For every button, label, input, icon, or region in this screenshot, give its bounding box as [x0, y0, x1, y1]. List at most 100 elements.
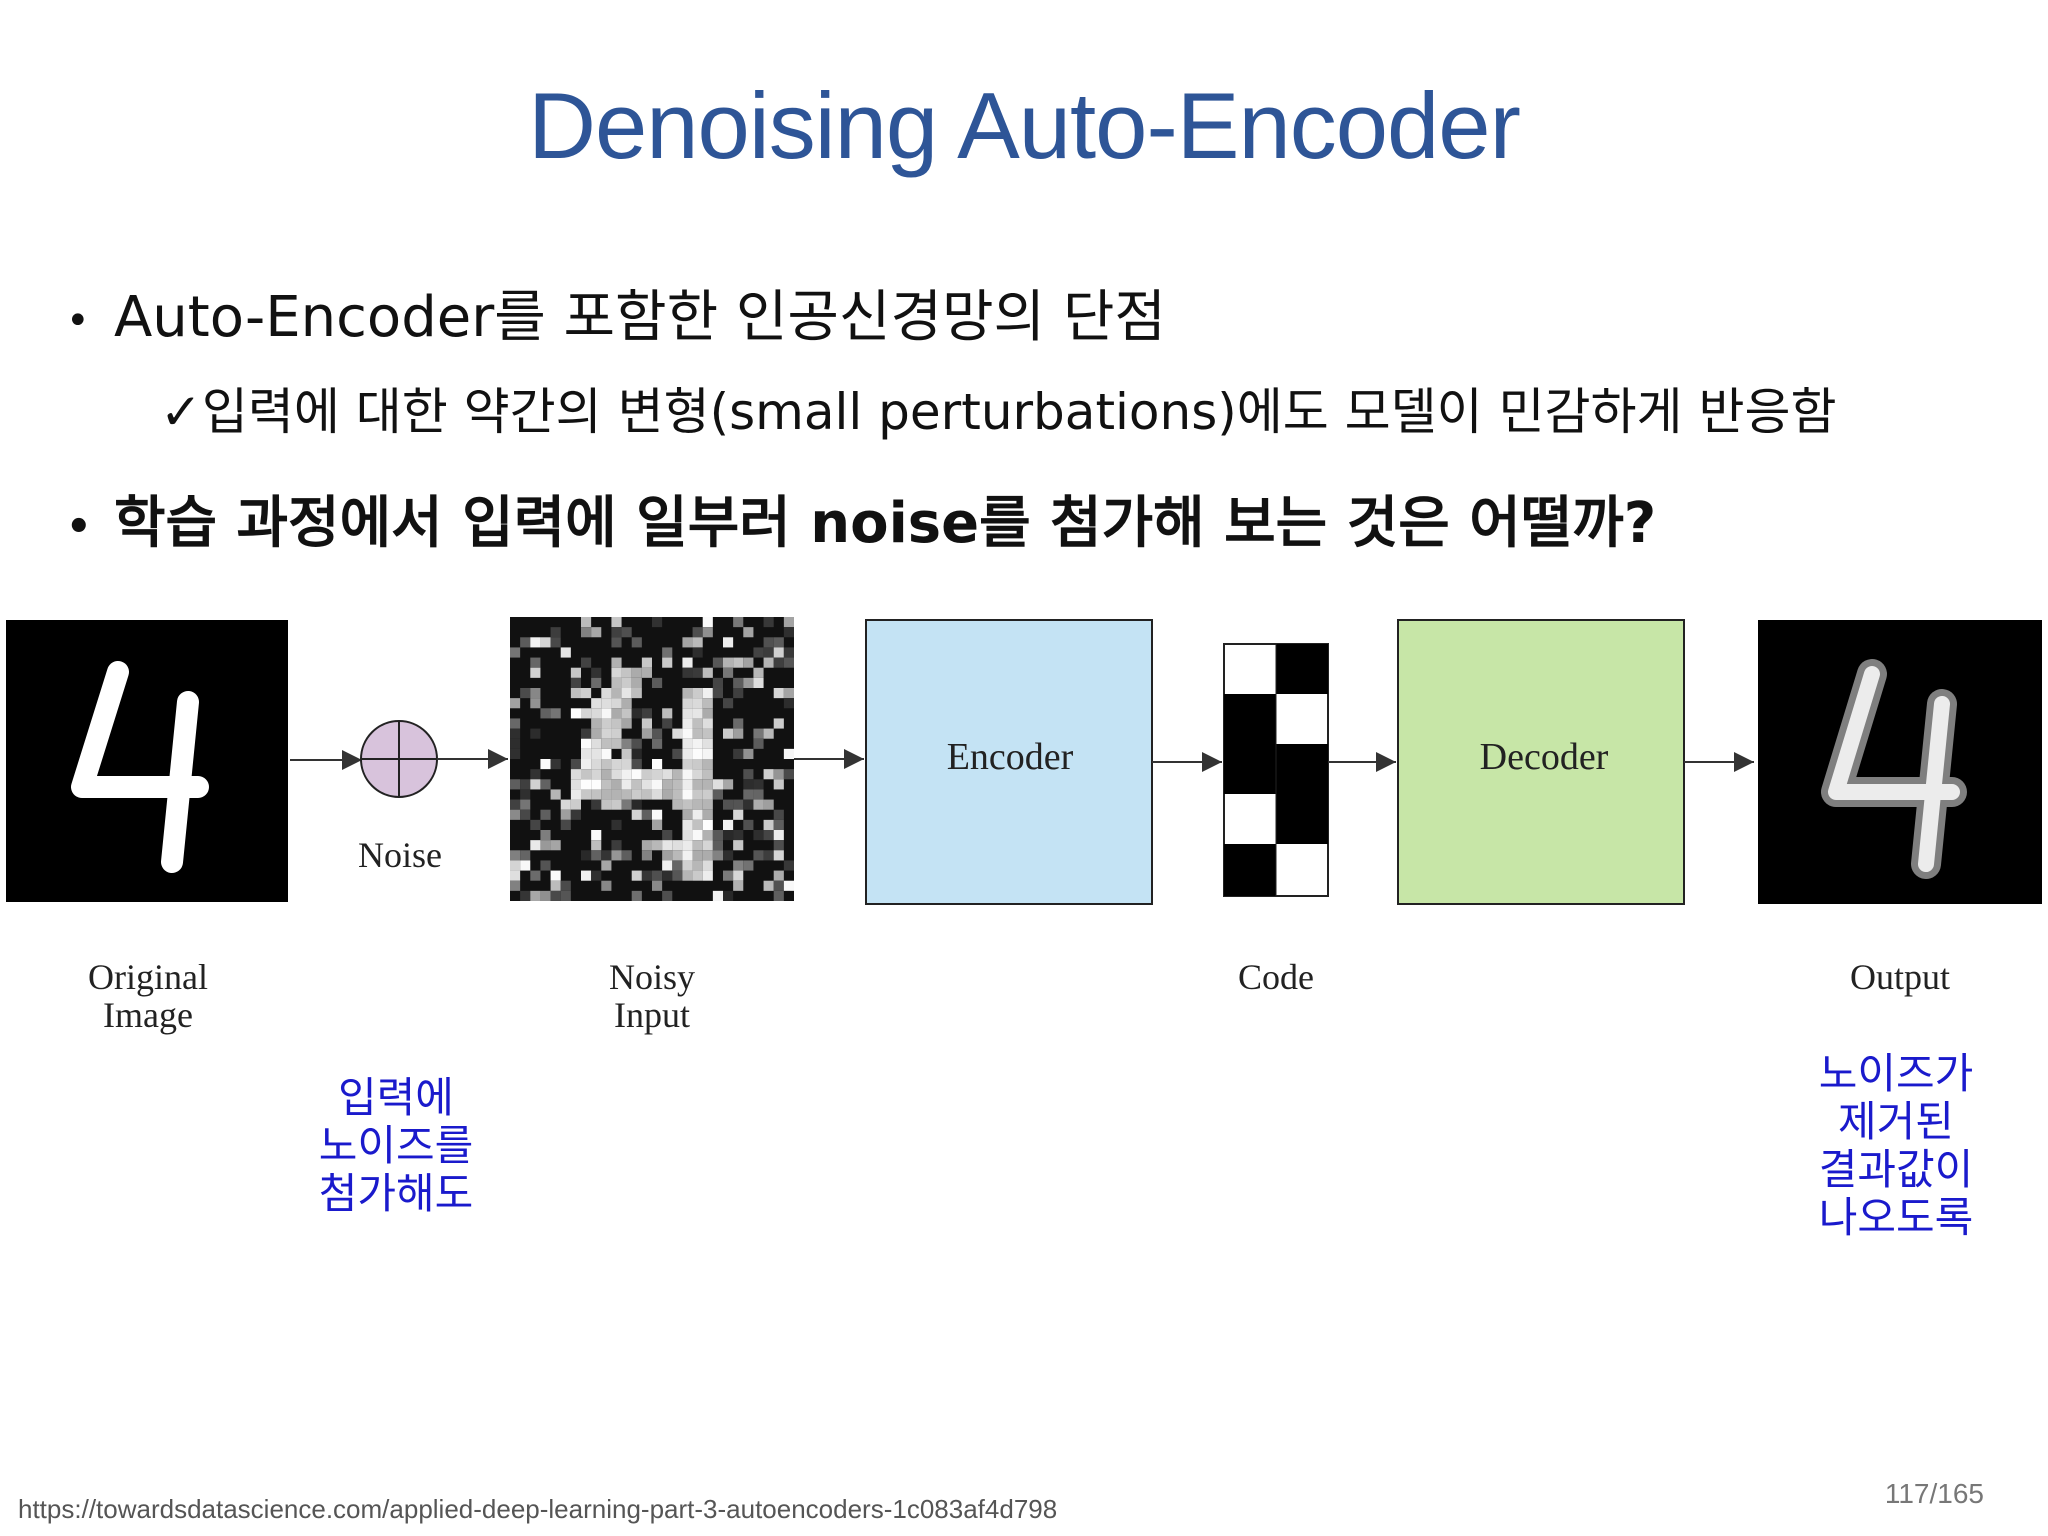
noise-pixel	[570, 677, 581, 688]
noise-pixel	[581, 627, 592, 638]
noise-pixel	[773, 819, 784, 830]
noise-pixel	[621, 769, 632, 780]
noise-pixel	[510, 779, 521, 790]
noise-pixel	[641, 809, 652, 820]
noise-pixel	[641, 657, 652, 668]
noise-pixel	[702, 718, 713, 729]
noise-pixel	[773, 769, 784, 780]
noise-pixel	[692, 799, 703, 810]
noise-pixel	[692, 759, 703, 770]
noise-pixel	[702, 667, 713, 678]
noise-pixel	[641, 789, 652, 800]
noise-pixel	[692, 870, 703, 881]
noise-pixel	[631, 779, 642, 790]
noise-pixel	[753, 667, 764, 678]
noise-pixel	[621, 850, 632, 861]
noise-pixel	[550, 870, 561, 881]
noise-pixel	[672, 728, 683, 739]
noise-pixel	[692, 809, 703, 820]
noise-pixel	[662, 870, 673, 881]
noise-pixel	[641, 870, 652, 881]
noise-pixel	[682, 708, 693, 719]
noise-pixel	[702, 688, 713, 699]
noise-pixel	[591, 840, 602, 851]
input-noise-note: 입력에 노이즈를 첨가해도	[296, 1074, 496, 1218]
noise-pixel	[591, 759, 602, 770]
bullet-2: •학습 과정에서 입력에 일부러 noise를 첨가해 보는 것은 어떨까?	[66, 478, 1656, 559]
noise-pixel	[743, 657, 754, 668]
noise-pixel	[712, 677, 723, 688]
noise-pixel	[550, 637, 561, 648]
noise-pixel	[682, 870, 693, 881]
noise-pixel	[631, 677, 642, 688]
noise-pixel	[591, 850, 602, 861]
noise-pixel	[570, 799, 581, 810]
noise-pixel	[540, 890, 551, 901]
noise-pixel	[733, 880, 744, 891]
noise-pixel	[621, 688, 632, 699]
noise-pixel	[641, 769, 652, 780]
noise-pixel	[783, 657, 794, 668]
noise-pixel	[682, 819, 693, 830]
noisy-label-line2: Input	[614, 995, 690, 1035]
noise-pixel	[550, 759, 561, 770]
noise-pixel	[763, 657, 774, 668]
noise-pixel	[723, 799, 734, 810]
noise-pixel	[611, 617, 622, 628]
noise-pixel	[712, 840, 723, 851]
noise-pixel	[611, 789, 622, 800]
noise-pixel	[662, 718, 673, 729]
noise-pixel	[763, 769, 774, 780]
noise-label: Noise	[358, 835, 442, 875]
output-image	[1758, 620, 2042, 904]
noise-pixel	[682, 850, 693, 861]
noise-pixel	[783, 647, 794, 658]
noise-pixel	[570, 779, 581, 790]
noise-pixel	[702, 819, 713, 830]
noise-pixel	[631, 809, 642, 820]
noise-pixel	[591, 789, 602, 800]
noise-pixel	[560, 819, 571, 830]
noise-pixel	[682, 688, 693, 699]
noise-pixel	[510, 809, 521, 820]
noise-pixel	[773, 850, 784, 861]
noise-pixel	[662, 708, 673, 719]
noise-pixel	[672, 748, 683, 759]
noise-pixel	[743, 677, 754, 688]
noise-pixel	[581, 748, 592, 759]
noise-plus-icon	[360, 720, 438, 798]
output-note-line3: 결과값이	[1818, 1145, 1974, 1194]
noise-pixel	[601, 718, 612, 729]
noise-pixel	[581, 657, 592, 668]
noise-pixel	[540, 809, 551, 820]
noise-pixel	[581, 617, 592, 628]
noise-pixel	[773, 890, 784, 901]
noise-pixel	[621, 738, 632, 749]
noise-pixel	[753, 728, 764, 739]
noise-pixel	[540, 779, 551, 790]
noise-pixel	[510, 647, 521, 658]
noise-pixel	[611, 779, 622, 790]
noise-pixel	[773, 637, 784, 648]
noise-pixel	[773, 718, 784, 729]
noise-pixel	[611, 850, 622, 861]
noise-pixel	[601, 789, 612, 800]
noise-pixel	[540, 840, 551, 851]
noise-pixel	[733, 870, 744, 881]
noise-pixel	[682, 738, 693, 749]
noise-pixel	[641, 728, 652, 739]
noise-pixel	[763, 830, 774, 841]
noise-pixel	[662, 657, 673, 668]
noise-pixel	[510, 870, 521, 881]
noise-pixel	[743, 627, 754, 638]
noise-pixel	[601, 769, 612, 780]
noise-pixel	[773, 870, 784, 881]
noise-pixel	[783, 769, 794, 780]
noise-pixel	[591, 728, 602, 739]
output-note-line2: 제거된	[1838, 1097, 1954, 1146]
noise-pixel	[611, 657, 622, 668]
noise-pixel	[570, 809, 581, 820]
noise-pixel	[692, 667, 703, 678]
noise-pixel	[530, 657, 541, 668]
noise-pixel	[692, 769, 703, 780]
